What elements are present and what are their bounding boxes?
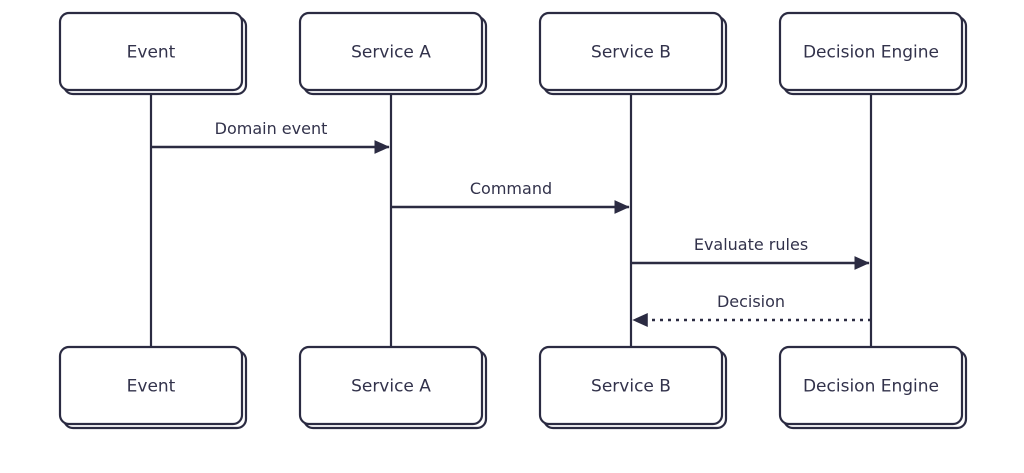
message-m1[interactable]: Domain event [151,119,390,154]
box-outline [538,345,724,426]
message-label-m4: Decision [717,292,785,311]
message-label-m1: Domain event [215,119,328,138]
participant-box-bottom-event[interactable]: Event [58,345,248,430]
participant-label-event: Event [127,43,176,63]
participant-label-service-b: Service B [591,377,671,397]
message-label-m3: Evaluate rules [694,235,808,254]
participant-label-event: Event [127,377,176,397]
participant-box-bottom-service-a[interactable]: Service A [298,345,488,430]
box-outline [298,11,484,92]
message-m3[interactable]: Evaluate rules [631,235,870,270]
message-label-m2: Command [470,179,552,198]
participant-label-service-b: Service B [591,43,671,63]
participant-box-top-decision-engine[interactable]: Decision Engine [778,11,968,96]
box-outline [538,11,724,92]
lifelines-group [149,90,873,347]
box-outline [778,11,964,92]
participant-label-service-a: Service A [351,377,431,397]
participant-label-decision-engine: Decision Engine [803,43,939,63]
message-m4[interactable]: Decision [632,292,871,328]
participant-label-decision-engine: Decision Engine [803,377,939,397]
participant-box-top-service-b[interactable]: Service B [538,11,728,96]
participant-box-bottom-decision-engine[interactable]: Decision Engine [778,345,968,430]
box-outline [298,345,484,426]
box-outline [58,11,244,92]
participant-box-top-event[interactable]: Event [58,11,248,96]
box-outline [58,345,244,426]
message-m2[interactable]: Command [391,179,630,214]
participant-box-bottom-service-b[interactable]: Service B [538,345,728,430]
participant-label-service-a: Service A [351,43,431,63]
participant-box-top-service-a[interactable]: Service A [298,11,488,96]
box-outline [778,345,964,426]
